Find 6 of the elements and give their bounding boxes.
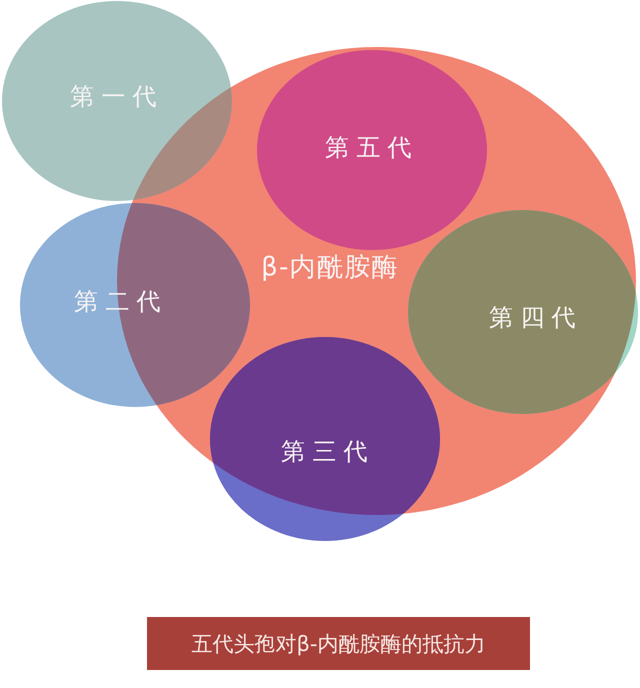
circle-label: 第五代 (325, 134, 419, 162)
caption-banner: 五代头孢对β-内酰胺酶的抵抗力 (147, 617, 530, 670)
circle-label: 第四代 (489, 304, 583, 332)
circle-label: 第一代 (70, 82, 164, 112)
ellipse-label: β-内酰胺酶 (261, 252, 399, 284)
circle-label: 第三代 (281, 438, 375, 466)
